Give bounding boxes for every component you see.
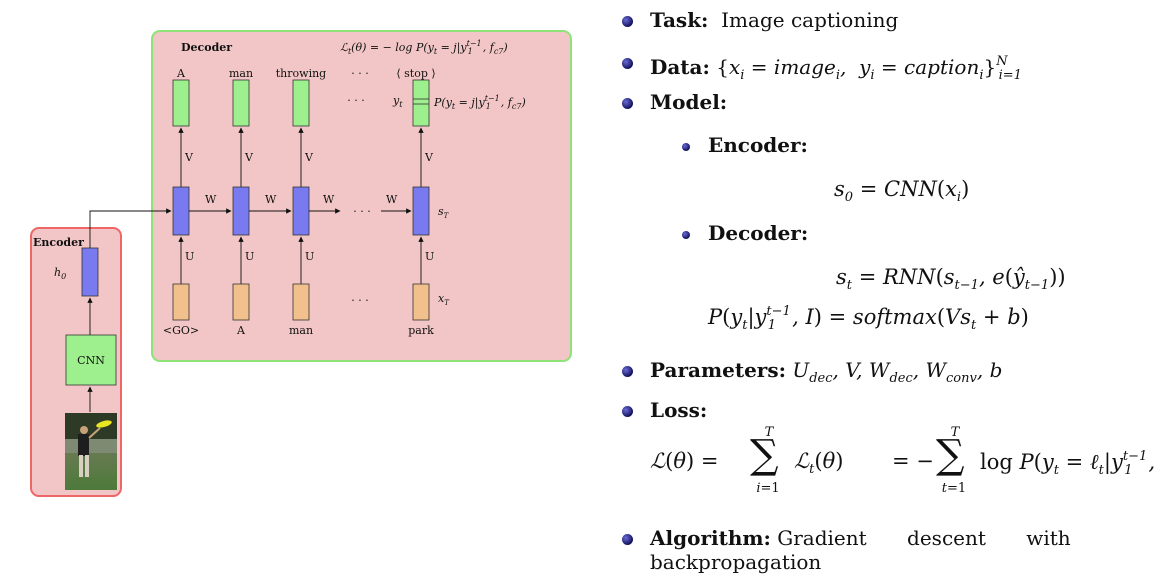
data-formula: {xi = imagei, yi = captioni}Ni=1 bbox=[716, 54, 1022, 83]
output-box-2 bbox=[232, 79, 250, 127]
weight-u-1: U bbox=[185, 250, 194, 263]
params-key: Parameters: bbox=[650, 358, 786, 382]
output-dots-row: · · · bbox=[347, 94, 364, 107]
output-word-2: man bbox=[229, 67, 253, 80]
output-word-stop: ⟨ stop ⟩ bbox=[396, 67, 435, 80]
sub-bullet-icon bbox=[682, 231, 690, 239]
yt-label: yt bbox=[392, 94, 403, 109]
output-word-3: throwing bbox=[276, 67, 326, 80]
output-dots: · · · bbox=[351, 67, 368, 80]
encoder-state-box bbox=[81, 247, 99, 297]
weight-v-3: V bbox=[304, 151, 314, 164]
input-word-T: park bbox=[408, 324, 434, 337]
algorithm-value: Gradient descent with bbox=[777, 526, 1071, 550]
task-value: Image captioning bbox=[721, 8, 899, 32]
input-box-1 bbox=[172, 283, 190, 321]
description-panel: Task: Image captioning Data: {xi = image… bbox=[622, 0, 1156, 580]
seq2seq-diagram: Encoder Decoder ℒt(θ) = − log P(yt = j|y… bbox=[30, 30, 572, 497]
task-key: Task: bbox=[650, 8, 709, 32]
cnn-label: CNN bbox=[77, 354, 105, 367]
loss-key: Loss: bbox=[650, 398, 708, 422]
model-key: Model: bbox=[650, 90, 728, 114]
algorithm-key: Algorithm: bbox=[650, 526, 771, 550]
u-connections bbox=[178, 236, 424, 284]
data-key: Data: bbox=[650, 55, 710, 79]
algorithm-value-cont: backpropagation bbox=[650, 550, 822, 574]
encoder-key: Encoder: bbox=[708, 133, 808, 157]
encoder-to-decoder-arrow bbox=[89, 208, 172, 248]
weight-v-T: V bbox=[424, 151, 434, 164]
xT-label: xT bbox=[438, 292, 450, 307]
h0-label: h0 bbox=[54, 266, 66, 281]
weight-w-3: W bbox=[323, 193, 335, 206]
decoder-key: Decoder: bbox=[708, 221, 809, 245]
decoder-title: Decoder bbox=[181, 41, 232, 54]
decoder-panel bbox=[151, 30, 572, 362]
weight-v-1: V bbox=[184, 151, 194, 164]
bullet-icon bbox=[622, 58, 633, 69]
hidden-box-1 bbox=[172, 186, 190, 236]
output-word-1: A bbox=[176, 67, 186, 80]
hidden-box-T bbox=[412, 186, 430, 236]
input-box-3 bbox=[292, 283, 310, 321]
weight-u-3: U bbox=[305, 250, 314, 263]
bullet-icon bbox=[622, 366, 633, 377]
input-box-T bbox=[412, 283, 430, 321]
output-box-3 bbox=[292, 79, 310, 127]
input-word-3: man bbox=[289, 324, 313, 337]
output-box-T bbox=[412, 79, 430, 127]
hidden-box-2 bbox=[232, 186, 250, 236]
input-word-2: A bbox=[236, 324, 246, 337]
decoder-equation-2: P(yt|yt−11, I) = softmax(Vst + b) bbox=[708, 304, 1029, 333]
encoder-title: Encoder bbox=[33, 236, 84, 249]
hidden-box-3 bbox=[292, 186, 310, 236]
sT-label: sT bbox=[438, 205, 450, 220]
input-image bbox=[65, 413, 117, 490]
weight-u-2: U bbox=[245, 250, 254, 263]
cnn-box bbox=[65, 334, 117, 386]
input-dots: · · · bbox=[351, 294, 368, 307]
weight-u-T: U bbox=[425, 250, 434, 263]
weight-w-2: W bbox=[265, 193, 277, 206]
bullet-icon bbox=[622, 98, 633, 109]
bullet-icon bbox=[622, 534, 633, 545]
params-value: Udec, V, Wdec, Wconv, b bbox=[792, 358, 1003, 386]
sub-bullet-icon bbox=[682, 143, 690, 151]
weight-v-2: V bbox=[244, 151, 254, 164]
bullet-icon bbox=[622, 16, 633, 27]
decoder-equation-1: st = RNN(st−1, e(ŷt−1)) bbox=[836, 265, 1066, 293]
loss-equation: ℒ(θ) = T ∑ i=1 ℒt(θ) = − T ∑ t=1 log P(y… bbox=[650, 425, 1156, 496]
hidden-dots: · · · bbox=[353, 205, 370, 218]
weight-w-T: W bbox=[386, 193, 398, 206]
weight-w-1: W bbox=[205, 193, 217, 206]
encoder-equation: s0 = CNN(xi) bbox=[834, 177, 970, 205]
v-connections bbox=[178, 127, 424, 187]
input-word-1: <GO> bbox=[163, 324, 199, 337]
output-box-1 bbox=[172, 79, 190, 127]
input-box-2 bbox=[232, 283, 250, 321]
bullet-icon bbox=[622, 406, 633, 417]
